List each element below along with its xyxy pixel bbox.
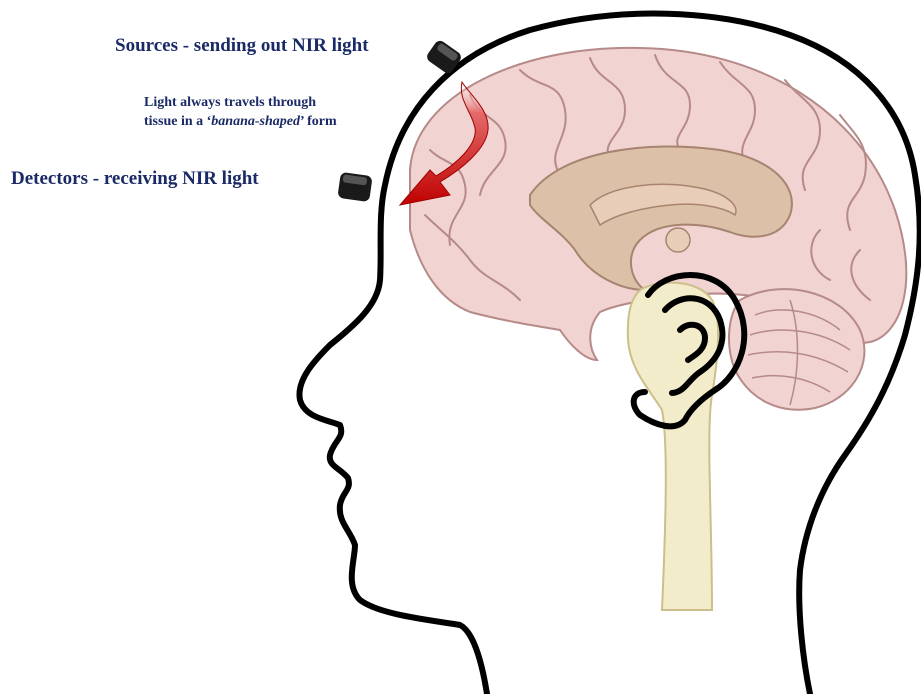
optode-detector-icon bbox=[337, 172, 372, 202]
note-line-2-post: ’ form bbox=[300, 114, 337, 129]
note-line-2-emphasis: banana-shaped bbox=[211, 114, 300, 129]
sources-label: Sources - sending out NIR light bbox=[115, 35, 369, 57]
note-line-2-pre: tissue in a ‘ bbox=[144, 114, 211, 129]
detectors-label: Detectors - receiving NIR light bbox=[11, 168, 259, 190]
thalamus bbox=[666, 228, 690, 252]
banana-shape-note: Light always travels through tissue in a… bbox=[144, 93, 337, 131]
note-line-1: Light always travels through bbox=[144, 93, 337, 112]
note-line-2: tissue in a ‘banana-shaped’ form bbox=[144, 112, 337, 131]
